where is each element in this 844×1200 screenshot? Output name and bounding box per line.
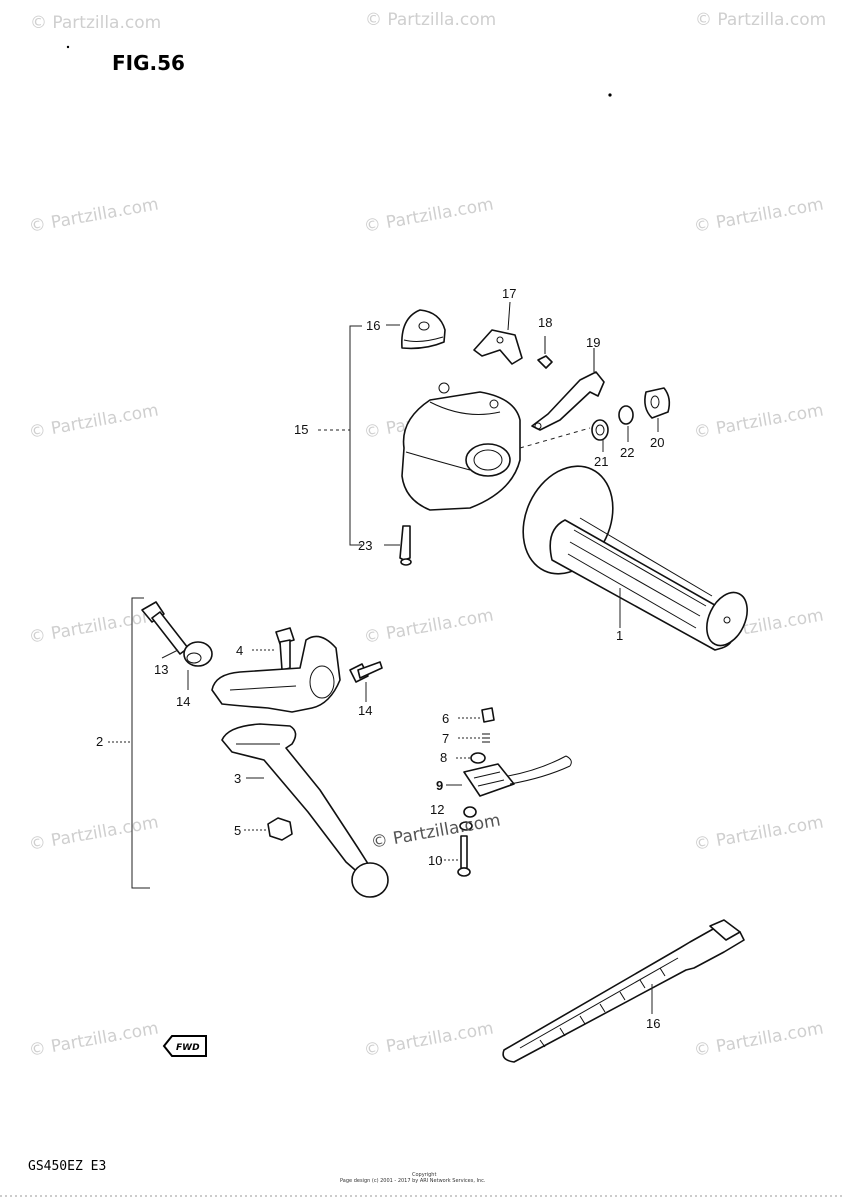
part-21-arm[interactable]: [531, 348, 605, 431]
callout-10: 10: [428, 853, 442, 868]
callout-6: 6: [442, 711, 449, 726]
part-lever-holder[interactable]: [211, 635, 341, 713]
part-22-cap[interactable]: [644, 387, 671, 419]
watermark: © Partzilla.com: [27, 605, 160, 647]
part-17-switch-housing[interactable]: [401, 382, 521, 511]
bracket-17: [349, 325, 362, 546]
callout-24: 22: [620, 445, 634, 460]
part-15-bolt[interactable]: [349, 661, 383, 683]
callout-25: 23: [358, 538, 372, 553]
part-7-washer[interactable]: [482, 733, 490, 743]
part-10-screw[interactable]: [457, 835, 471, 877]
callout-16: 16: [646, 1016, 660, 1031]
part-12-washer[interactable]: [459, 806, 477, 831]
part-1-throttle-grip[interactable]: [506, 451, 755, 651]
watermark: © Partzilla.com: [692, 812, 825, 854]
callout-9: 9: [436, 778, 443, 793]
callout-8: 8: [440, 750, 447, 765]
callout-7: 7: [442, 731, 449, 746]
watermark: © Partzilla.com: [695, 10, 826, 30]
callout-3: 3: [234, 771, 241, 786]
watermark: © Partzilla.com: [362, 605, 495, 647]
watermark: © Partzilla.com: [27, 400, 160, 442]
part-18-clamp[interactable]: [401, 309, 446, 350]
watermark: © Partzilla.com: [27, 1018, 160, 1060]
part-16-cable-tie[interactable]: [502, 919, 745, 1063]
callout-5: 5: [234, 823, 241, 838]
watermark: © Partzilla.com: [692, 194, 825, 236]
part-4-bolt[interactable]: [275, 627, 295, 671]
part-13-bolt[interactable]: [141, 601, 189, 655]
callout-23: 21: [594, 454, 608, 469]
part-8-washer[interactable]: [470, 752, 486, 764]
callout-19: 17: [502, 286, 516, 301]
part-23-washer[interactable]: [591, 419, 609, 441]
callout-22: 20: [650, 435, 664, 450]
leader-13: [161, 649, 179, 659]
callout-20: 18: [538, 315, 552, 330]
callout-21: 19: [586, 335, 600, 350]
watermark: © Partzilla.com: [365, 10, 496, 30]
footer-line-2: Page design (c) 2001 - 2017 by ARI Netwo…: [340, 1178, 486, 1184]
callout-15: 14: [358, 703, 372, 718]
bracket-2: [131, 597, 150, 889]
watermark: © Partzilla.com: [692, 1018, 825, 1060]
watermark: © Partzilla.com: [362, 1018, 495, 1060]
watermark: © Partzilla.com: [30, 13, 161, 33]
watermark-layer: © Partzilla.com © Partzilla.com © Partzi…: [27, 10, 826, 1061]
fwd-arrow: FWD: [162, 1035, 207, 1057]
watermark: © Partzilla.com: [27, 812, 160, 854]
part-9-switch[interactable]: [463, 755, 572, 797]
model-code: GS450EZ E3: [28, 1159, 106, 1174]
callout-12: 12: [430, 802, 444, 817]
speck: [608, 93, 612, 97]
watermark: © Partzilla.com: [362, 194, 495, 236]
part-19-plate[interactable]: [473, 301, 523, 365]
watermark: © Partzilla.com: [692, 400, 825, 442]
callout-1: 1: [616, 628, 623, 643]
callout-18: 16: [366, 318, 380, 333]
callout-13: 13: [154, 662, 168, 677]
footer-line-1: Copyright: [412, 1172, 436, 1178]
axis-line: [519, 427, 591, 449]
callout-14: 14: [176, 694, 190, 709]
part-14-washer[interactable]: [183, 641, 213, 667]
part-3-lever[interactable]: [221, 723, 389, 898]
fwd-label: FWD: [176, 1043, 200, 1053]
callout-4: 4: [236, 643, 243, 658]
speck: [66, 45, 70, 49]
part-20-screw[interactable]: [537, 336, 553, 369]
part-25-screw[interactable]: [399, 525, 412, 566]
watermark: © Partzilla.com: [27, 194, 160, 236]
part-24-nut[interactable]: [618, 405, 634, 425]
part-6-screw[interactable]: [481, 707, 495, 723]
callout-labels: 16 17 18 19 15 20 21 22 23 1 4 13 14 14 …: [96, 286, 664, 1031]
figure-title: FIG.56: [112, 51, 185, 75]
callout-17: 15: [294, 422, 308, 437]
callout-2: 2: [96, 734, 103, 749]
part-5-nut[interactable]: [267, 817, 293, 841]
